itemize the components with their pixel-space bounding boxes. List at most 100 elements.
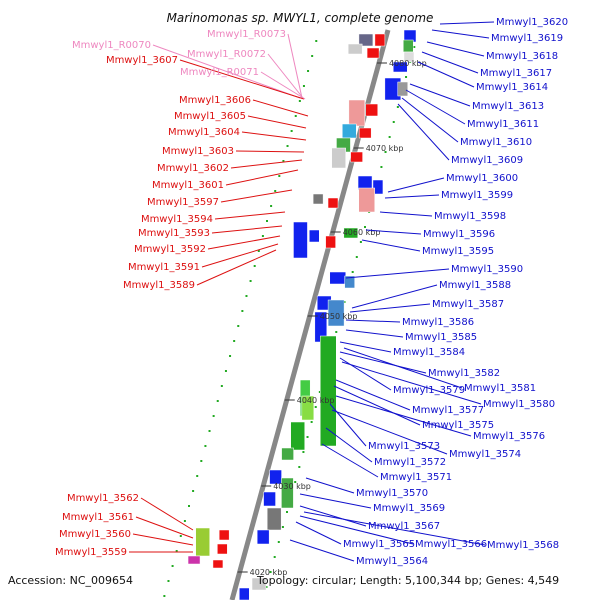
genome-summary-text: Topology: circular; Length: 5,100,344 bp… — [257, 574, 560, 587]
right-gene-label: Mmwyl1_3569 — [373, 503, 445, 514]
gene-feature — [358, 127, 372, 139]
gene-feature — [344, 275, 355, 289]
coordinate-dot — [405, 76, 408, 78]
coordinate-dot — [314, 406, 317, 408]
leader-line — [439, 21, 495, 25]
gene-feature — [392, 61, 408, 73]
gene-feature — [212, 559, 224, 569]
left-gene-label: Mmwyl1_3601 — [152, 180, 224, 191]
right-gene-label: Mmwyl1_3587 — [432, 299, 504, 310]
coordinate-dot — [257, 250, 260, 252]
right-gene-label: Mmwyl1_3600 — [446, 173, 518, 184]
leader-line — [387, 177, 445, 193]
right-gene-label: Mmwyl1_3614 — [476, 82, 548, 93]
right-gene-label: Mmwyl1_3585 — [405, 332, 477, 343]
left-gene-label: Mmwyl1_3606 — [179, 95, 251, 106]
coordinate-dot — [233, 340, 236, 342]
coordinate-dot — [302, 451, 305, 453]
leader-line — [207, 235, 281, 250]
coordinate-dot — [273, 556, 276, 558]
scale-tick-label: 4060 kbp — [343, 228, 381, 237]
leader-line — [235, 150, 305, 153]
leader-line — [252, 99, 309, 117]
coordinate-dot — [380, 166, 383, 168]
leader-line — [214, 211, 286, 220]
left-gene-label: Mmwyl1_3592 — [134, 244, 206, 255]
coordinate-dot — [220, 385, 223, 387]
leader-line — [295, 521, 342, 545]
right-gene-label: Mmwyl1_3618 — [486, 51, 558, 62]
leader-line — [361, 239, 421, 252]
right-gene-label: Mmwyl1_3609 — [451, 155, 523, 166]
scale-tick-label: 4050 kbp — [320, 312, 358, 321]
gene-feature — [325, 235, 336, 249]
leader-line — [339, 357, 392, 391]
leader-line — [401, 97, 459, 143]
coordinate-dot — [192, 490, 195, 492]
leader-line — [299, 493, 372, 509]
gene-feature — [342, 123, 357, 139]
right-gene-label: Mmwyl1_3590 — [451, 264, 523, 275]
right-gene-label: Mmwyl1_3568 — [487, 540, 559, 551]
leader-line — [303, 511, 486, 546]
gene-feature — [281, 477, 294, 509]
coordinate-dot — [167, 580, 170, 582]
coordinate-dot — [286, 145, 289, 147]
right-gene-label: Mmwyl1_3613 — [472, 101, 544, 112]
coordinate-dot — [200, 460, 203, 462]
accession-text: Accession: NC_009654 — [8, 574, 134, 587]
coordinate-dot — [188, 505, 190, 507]
left-gene-label: Mmwyl1_3602 — [157, 163, 229, 174]
left-gene-label: Mmwyl1_R0071 — [180, 67, 259, 78]
right-gene-label: Mmwyl1_3566 — [415, 539, 487, 550]
right-gene-label: Mmwyl1_3577 — [412, 405, 484, 416]
coordinate-dot — [175, 550, 178, 552]
gene-feature — [343, 227, 359, 239]
right-gene-label: Mmwyl1_3620 — [496, 17, 568, 28]
leader-line — [397, 103, 450, 161]
leader-line — [220, 189, 293, 203]
coordinate-dot — [281, 526, 284, 528]
right-gene-label: Mmwyl1_3586 — [402, 317, 474, 328]
leader-line — [343, 347, 463, 389]
leader-line — [345, 268, 450, 279]
coordinate-dot — [224, 370, 227, 372]
coordinate-dots — [163, 40, 416, 597]
coordinate-dot — [274, 190, 277, 192]
leader-line — [409, 83, 471, 107]
gene-feature — [350, 151, 363, 163]
gene-feature — [403, 51, 415, 63]
gene-feature — [329, 271, 347, 285]
coordinate-dot — [355, 256, 358, 258]
leader-line — [247, 115, 307, 129]
right-gene-label: Mmwyl1_3617 — [480, 68, 552, 79]
coordinate-dot — [196, 475, 199, 477]
leader-line — [267, 53, 304, 99]
left-gene-label: Mmwyl1_3603 — [162, 146, 234, 157]
gene-feature — [358, 33, 374, 47]
leader-line — [241, 131, 307, 141]
gene-track — [187, 29, 417, 600]
gene-feature — [309, 229, 320, 243]
gene-feature — [293, 221, 308, 259]
left-gene-label: Mmwyl1_3605 — [174, 111, 246, 122]
leader-line — [339, 341, 392, 353]
left-gene-label: Mmwyl1_R0072 — [187, 49, 266, 60]
right-gene-label: Mmwyl1_3579 — [393, 385, 465, 396]
right-gene-label: Mmwyl1_3610 — [460, 137, 532, 148]
coordinate-dot — [302, 85, 305, 87]
gene-feature — [348, 99, 366, 127]
right-gene-label: Mmwyl1_3584 — [393, 347, 465, 358]
left-gene-label: Mmwyl1_3561 — [62, 512, 134, 523]
scale-tick-label: 4040 kbp — [297, 396, 335, 405]
leader-line — [211, 225, 283, 234]
gene-feature — [187, 555, 201, 565]
coordinate-dot — [392, 121, 395, 123]
right-gene-label: Mmwyl1_3619 — [491, 33, 563, 44]
leader-line — [379, 211, 433, 217]
coordinate-dot — [183, 520, 186, 522]
gene-feature — [397, 81, 409, 97]
gene-feature — [403, 39, 414, 53]
